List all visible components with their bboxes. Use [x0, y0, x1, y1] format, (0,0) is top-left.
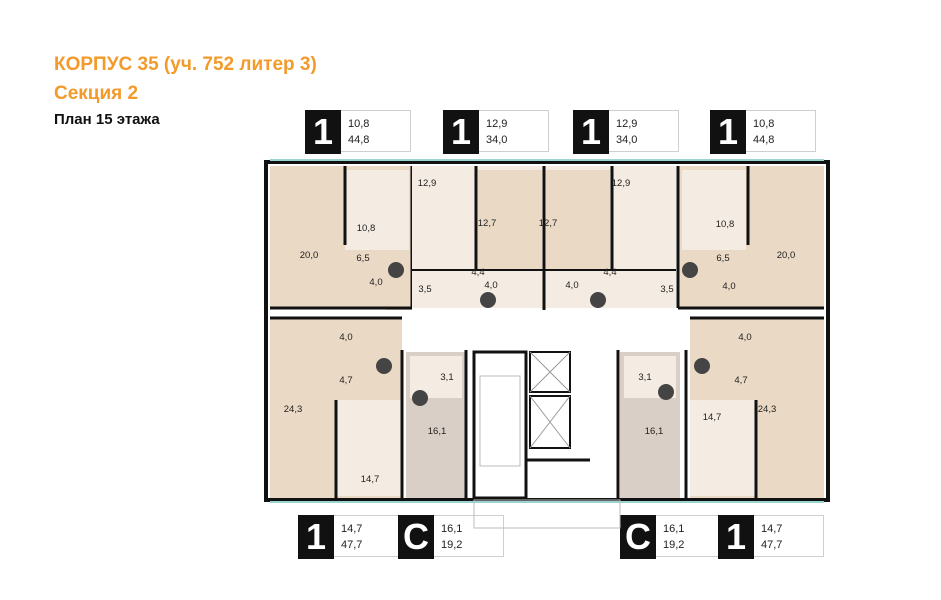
apartment-type: 1 — [718, 515, 754, 559]
room-area-label: 20,0 — [777, 250, 796, 261]
room-area-label: 16,1 — [645, 426, 664, 437]
room-area-label: 4,4 — [603, 267, 616, 278]
entrance-canopy — [473, 499, 621, 529]
apartment-type: 1 — [298, 515, 334, 559]
riser — [590, 292, 606, 308]
building-title: КОРПУС 35 (уч. 752 литер 3) — [54, 54, 317, 75]
riser — [480, 292, 496, 308]
room-area-label: 3,5 — [660, 284, 673, 295]
total-area: 47,7 — [341, 539, 363, 551]
room-area-label: 16,1 — [428, 426, 447, 437]
total-area: 44,8 — [348, 134, 370, 146]
room-area-label: 12,9 — [612, 178, 631, 189]
apartment-areas: 10,8 44,8 — [341, 110, 411, 152]
room-area-label: 12,9 — [418, 178, 437, 189]
room-area-label: 12,7 — [539, 218, 558, 229]
riser — [376, 358, 392, 374]
apartment-type: 1 — [305, 110, 341, 154]
room-area-label: 6,5 — [356, 253, 369, 264]
section-title: Секция 2 — [54, 83, 139, 104]
apartment-badge-top-2[interactable]: 1 12,9 34,0 — [443, 110, 553, 154]
apartment-areas: 12,9 34,0 — [479, 110, 549, 152]
riser — [682, 262, 698, 278]
room-area-label: 3,5 — [418, 284, 431, 295]
total-area: 47,7 — [761, 539, 783, 551]
bedroom — [682, 170, 746, 250]
riser — [412, 390, 428, 406]
room-area-label: 24,3 — [284, 404, 303, 415]
room-area-label: 4,0 — [484, 280, 497, 291]
kitchen — [478, 170, 542, 270]
room-area-label: 10,8 — [716, 219, 735, 230]
riser — [658, 384, 674, 400]
riser — [694, 358, 710, 374]
living-area: 12,9 — [486, 118, 508, 130]
apartment-areas: 16,1 19,2 — [434, 515, 504, 557]
total-area: 19,2 — [441, 539, 463, 551]
room-labels: 20,010,86,54,03,512,912,74,44,012,74,04,… — [284, 178, 796, 485]
living-area: 16,1 — [663, 523, 685, 535]
apartment-badge-bottom-3[interactable]: С 16,1 19,2 — [620, 515, 730, 559]
total-area: 44,8 — [753, 134, 775, 146]
riser — [388, 262, 404, 278]
room-area-label: 12,7 — [478, 218, 497, 229]
room-area-label: 4,4 — [471, 267, 484, 278]
apartment-areas: 12,9 34,0 — [609, 110, 679, 152]
apartment-type: 1 — [573, 110, 609, 154]
elevator-2 — [529, 395, 571, 449]
apartment-type: 1 — [710, 110, 746, 154]
apartment-badge-bottom-4[interactable]: 1 14,7 47,7 — [718, 515, 828, 559]
apartment-areas: 14,7 47,7 — [754, 515, 824, 557]
room-area-label: 3,1 — [440, 372, 453, 383]
room-area-label: 6,5 — [716, 253, 729, 264]
living-area: 16,1 — [441, 523, 463, 535]
living-area: 10,8 — [348, 118, 370, 130]
living-area: 10,8 — [753, 118, 775, 130]
room-area-label: 4,0 — [369, 277, 382, 288]
room-area-label: 4,0 — [565, 280, 578, 291]
apartment-type: С — [620, 515, 656, 559]
stairwell — [472, 350, 528, 500]
elevator-1 — [529, 351, 571, 393]
room-area-label: 24,3 — [758, 404, 777, 415]
room-area-label: 4,0 — [722, 281, 735, 292]
stairs — [479, 375, 521, 467]
room-area-label: 14,7 — [703, 412, 722, 423]
bedroom — [345, 170, 409, 250]
room-area-label: 3,1 — [638, 372, 651, 383]
bedroom — [336, 400, 402, 496]
apartment-type: С — [398, 515, 434, 559]
living-area: 12,9 — [616, 118, 638, 130]
room-area-label: 10,8 — [357, 223, 376, 234]
room-area-label: 4,0 — [738, 332, 751, 343]
apartment-badge-bottom-2[interactable]: С 16,1 19,2 — [398, 515, 508, 559]
floor-plan-title: План 15 этажа — [54, 111, 160, 128]
apartment-areas: 10,8 44,8 — [746, 110, 816, 152]
apartment-areas: 14,7 47,7 — [334, 515, 404, 557]
apartment-badge-top-3[interactable]: 1 12,9 34,0 — [573, 110, 683, 154]
room-area-label: 4,0 — [339, 332, 352, 343]
living-area: 14,7 — [761, 523, 783, 535]
total-area: 19,2 — [663, 539, 685, 551]
room-area-label: 4,7 — [734, 375, 747, 386]
room-area-label: 14,7 — [361, 474, 380, 485]
total-area: 34,0 — [616, 134, 638, 146]
apartment-type: 1 — [443, 110, 479, 154]
bedroom — [690, 400, 756, 496]
total-area: 34,0 — [486, 134, 508, 146]
room-area-label: 20,0 — [300, 250, 319, 261]
room-area-label: 4,7 — [339, 375, 352, 386]
apartment-badge-top-4[interactable]: 1 10,8 44,8 — [710, 110, 820, 154]
apartment-badge-top-1[interactable]: 1 10,8 44,8 — [305, 110, 415, 154]
kitchen — [546, 170, 610, 270]
apartment-badge-bottom-1[interactable]: 1 14,7 47,7 — [298, 515, 408, 559]
living-area: 14,7 — [341, 523, 363, 535]
